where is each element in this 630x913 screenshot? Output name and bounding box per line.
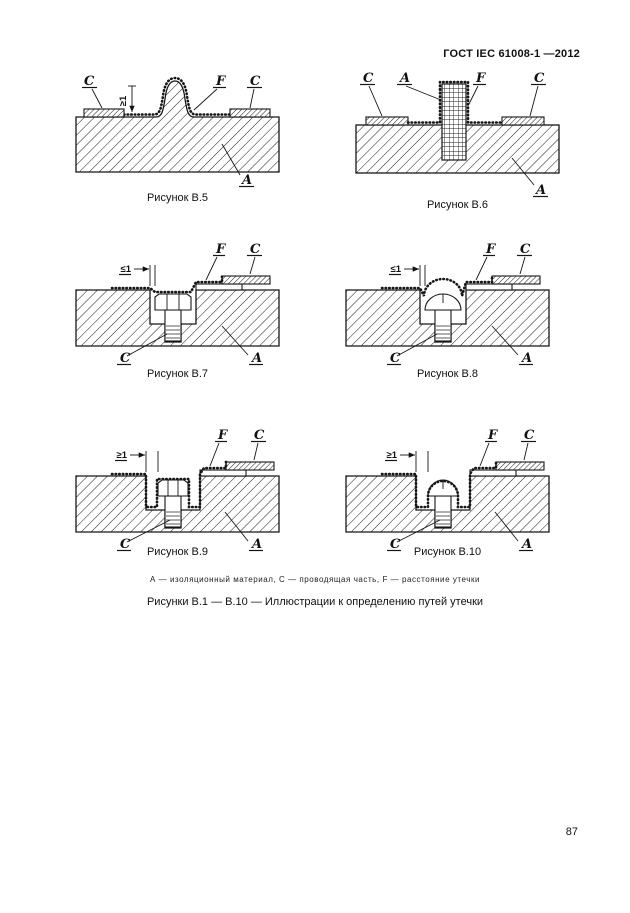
label-c-bottom: C	[120, 351, 131, 366]
label-c-bottom: C	[120, 537, 131, 552]
figure-b5: ≥1 C F C A	[70, 72, 285, 190]
dimension-label: ≥1	[118, 95, 129, 106]
creepage-path	[380, 273, 494, 297]
screw-shank	[434, 495, 452, 528]
figure-b10: ≥1 F C C A	[340, 424, 555, 556]
creepage-path	[406, 80, 504, 124]
conductor-block	[225, 461, 275, 471]
screw-shank	[434, 309, 452, 342]
label-a-bottom: A	[534, 183, 546, 198]
figure-b6: C A F C A	[350, 70, 565, 202]
screw	[424, 293, 462, 342]
gap-dimension: ≤1	[389, 264, 426, 286]
label-f: F	[475, 71, 486, 86]
label-c-top: C	[520, 242, 531, 257]
conductor-right	[229, 108, 271, 118]
label-f: F	[487, 428, 498, 443]
metal-plate	[469, 469, 517, 477]
metal-plate	[195, 283, 243, 291]
label-a-top: A	[398, 71, 410, 86]
label-f: F	[485, 242, 496, 257]
conductor-left	[365, 116, 409, 126]
labels: F C C A	[387, 242, 533, 366]
label-c-top: C	[524, 428, 535, 443]
screw-hex-head	[154, 293, 192, 311]
figure-b7: ≤1 F C C A	[70, 238, 285, 370]
creepage-path	[122, 76, 232, 116]
figure-b8-caption: Рисунок В.8	[416, 368, 479, 380]
screw	[154, 293, 192, 342]
figure-b5-drawing: ≥1 C F C A	[75, 74, 280, 188]
dimension-label: ≥1	[117, 450, 128, 461]
cemented-joint-block	[441, 83, 467, 161]
figure-b10-drawing: ≥1 F C C A	[345, 428, 550, 552]
label-c-right: C	[250, 74, 261, 89]
conductor-block	[491, 275, 541, 285]
label-a: A	[520, 537, 532, 552]
conductor-left	[83, 108, 125, 118]
figure-b5-caption: Рисунок В.5	[146, 192, 209, 204]
creepage-path	[110, 273, 224, 294]
figure-b9-caption: Рисунок В.9	[146, 546, 209, 558]
label-c-left: C	[84, 74, 95, 89]
label-c-bottom: C	[390, 351, 401, 366]
label-f: F	[215, 242, 226, 257]
dimension-label: ≥1	[387, 450, 398, 461]
figure-b8-drawing: ≤1 F C C A	[345, 242, 550, 366]
label-c-top: C	[254, 428, 265, 443]
figure-b7-drawing: ≤1 F C C A	[75, 242, 280, 366]
figure-legend: А — изоляционный материал, С — проводяща…	[149, 575, 481, 584]
figure-b9-drawing: ≥1 F C C A	[75, 428, 280, 552]
label-c-right: C	[534, 71, 545, 86]
dimension-label: ≤1	[391, 264, 402, 275]
labels: F C C A	[117, 428, 266, 552]
label-c-top: C	[250, 242, 261, 257]
creepage-path	[380, 459, 498, 509]
labels: F C C A	[387, 428, 536, 552]
figure-b6-drawing: C A F C A	[355, 71, 560, 198]
label-f: F	[215, 74, 226, 89]
screw-hex-head	[157, 479, 189, 497]
labels: F C C A	[117, 242, 263, 366]
page-header: ГОСТ IEC 61008-1 —2012	[443, 48, 580, 60]
screw-shank	[164, 495, 182, 528]
label-a: A	[250, 351, 262, 366]
dimension-label: ≤1	[121, 264, 132, 275]
label-a: A	[240, 173, 252, 188]
conductor-block	[221, 275, 271, 285]
label-a: A	[250, 537, 262, 552]
conductor-block	[495, 461, 545, 471]
figure-b10-caption: Рисунок В.10	[413, 546, 482, 558]
gap-dimension: ≤1	[119, 264, 156, 286]
insulation-body-with-rib	[75, 80, 280, 173]
rib-height-dimension: ≥1	[118, 85, 136, 112]
gap-dimension: ≥1	[385, 450, 429, 472]
screw-shank	[164, 309, 182, 342]
figure-b9: ≥1 F C C A	[70, 424, 285, 556]
gap-dimension: ≥1	[115, 450, 159, 472]
labels: C A F C A	[360, 71, 548, 198]
label-c-left: C	[363, 71, 374, 86]
creepage-path	[110, 459, 228, 509]
metal-plate	[199, 469, 247, 477]
labels: C F C A	[82, 74, 262, 188]
figure-b8: ≤1 F C C A	[340, 238, 555, 370]
figures-series-caption: Рисунки В.1 — В.10 — Иллюстрации к опред…	[146, 596, 484, 608]
figure-b7-caption: Рисунок В.7	[146, 368, 209, 380]
metal-plate	[465, 283, 513, 291]
label-c-bottom: C	[390, 537, 401, 552]
figure-b6-caption: Рисунок В.6	[426, 199, 489, 211]
label-a: A	[520, 351, 532, 366]
conductor-right	[501, 116, 545, 126]
page-number: 87	[565, 826, 578, 838]
label-f: F	[217, 428, 228, 443]
